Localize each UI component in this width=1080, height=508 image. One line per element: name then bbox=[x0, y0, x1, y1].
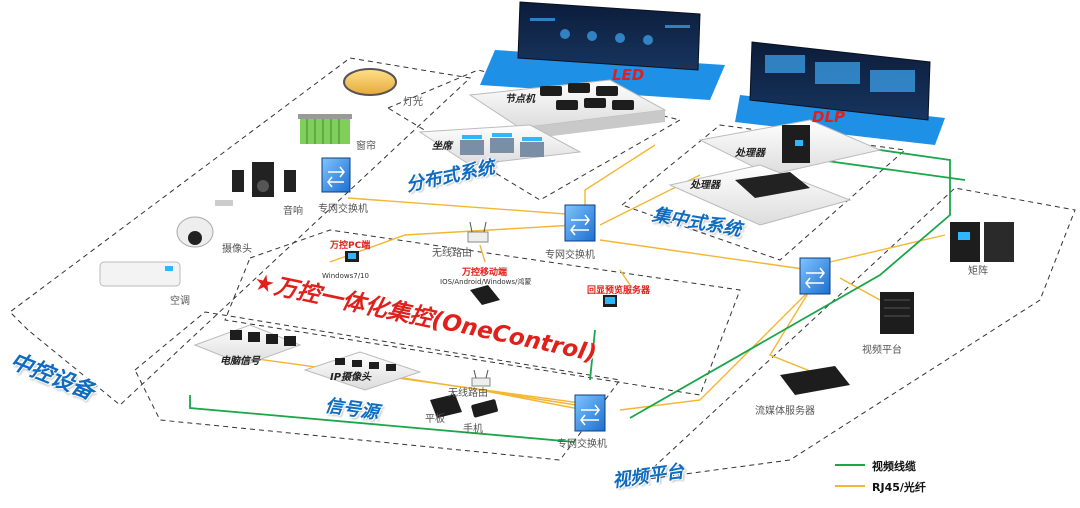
distributed-zone bbox=[386, 69, 682, 201]
ip-camera-label: IP摄像头 bbox=[330, 372, 372, 383]
rj45-line bbox=[619, 269, 631, 286]
speaker-icon bbox=[232, 162, 296, 197]
ip-camera-platform bbox=[303, 351, 422, 391]
legend-lines bbox=[835, 464, 865, 487]
streaming-server-icon bbox=[780, 366, 850, 395]
switch-top-left-label: 专网交换机 bbox=[318, 204, 368, 215]
tablet-icon bbox=[470, 285, 500, 305]
video-cable-line bbox=[589, 329, 596, 381]
control-device-icons bbox=[99, 68, 397, 287]
switch-bottom-label: 专网交换机 bbox=[557, 439, 607, 450]
rj45-line bbox=[839, 277, 881, 301]
curtain-label: 窗帘 bbox=[356, 141, 376, 152]
streaming-server-label: 流媒体服务器 bbox=[755, 406, 815, 417]
led-label: LED bbox=[612, 66, 645, 84]
led-screen-widgets bbox=[530, 18, 690, 45]
dlp-screen-base bbox=[735, 95, 945, 145]
rj45-line bbox=[347, 197, 586, 231]
control-devices-zone bbox=[9, 57, 472, 406]
signal-tablet-icon bbox=[430, 394, 462, 418]
light-icon bbox=[343, 68, 397, 96]
speaker-label: 音响 bbox=[283, 206, 303, 217]
matrix-icon bbox=[950, 222, 1014, 262]
dlp-screen-widgets bbox=[765, 55, 915, 92]
rj45-line bbox=[599, 239, 811, 271]
processor-rack bbox=[735, 172, 810, 198]
legend-rj45-label: RJ45/光纤 bbox=[872, 481, 926, 494]
preview-server-label: 回显预览服务器 bbox=[587, 286, 651, 296]
video-cable-line bbox=[189, 395, 576, 443]
node-machine-label: 节点机 bbox=[505, 94, 535, 105]
phone-icon bbox=[471, 399, 498, 418]
video-cable-line bbox=[819, 159, 966, 181]
processor-top-label: 处理器 bbox=[735, 148, 765, 159]
rj45-line bbox=[619, 274, 826, 411]
video-platform-server-icon bbox=[880, 292, 914, 334]
seat-label: 坐席 bbox=[432, 141, 452, 152]
pc-client-icon bbox=[345, 251, 359, 262]
switch-right bbox=[799, 257, 831, 295]
curtain-icon bbox=[298, 114, 352, 144]
wireless-router-icon bbox=[467, 221, 489, 243]
video-cable-line bbox=[629, 139, 951, 419]
preview-server-icon bbox=[603, 295, 617, 307]
centralized-zone bbox=[620, 124, 907, 261]
camera-icon bbox=[176, 200, 233, 248]
pc-signal-label: 电脑信号 bbox=[220, 356, 260, 367]
node-machine-platform bbox=[468, 79, 667, 140]
pc-client-label: 万控PC端 bbox=[330, 241, 371, 251]
air-conditioner-icon bbox=[99, 261, 181, 287]
processor-platform bbox=[668, 119, 882, 226]
processor-bottom-label: 处理器 bbox=[690, 180, 720, 191]
rj45-line bbox=[829, 234, 946, 263]
switch-center-label: 专网交换机 bbox=[545, 250, 595, 261]
mobile-os-label: IOS/Android/Windows/鸿蒙 bbox=[440, 278, 532, 286]
pc-os-label: Windows7/10 bbox=[322, 272, 369, 280]
ac-label: 空调 bbox=[170, 296, 190, 307]
dlp-screen bbox=[735, 41, 945, 145]
signal-router-label: 无线路由 bbox=[448, 388, 488, 399]
dlp-label: DLP bbox=[812, 108, 846, 126]
camera-label: 摄像头 bbox=[222, 244, 252, 255]
seat-platform bbox=[418, 124, 582, 166]
switch-center bbox=[564, 204, 596, 242]
node-machines bbox=[540, 83, 634, 110]
led-screen-panel bbox=[517, 1, 701, 71]
node-platform-front bbox=[520, 110, 665, 140]
phone-label: 手机 bbox=[463, 424, 483, 435]
rj45-line bbox=[479, 244, 486, 263]
platform-label: 视频平台 bbox=[862, 345, 902, 356]
pc-signal-platform bbox=[193, 324, 302, 366]
matrix-label: 矩阵 bbox=[968, 266, 988, 277]
switch-bottom bbox=[574, 394, 606, 432]
signal-router-icon bbox=[471, 369, 491, 387]
seat-consoles bbox=[460, 138, 544, 157]
light-label: 灯光 bbox=[403, 97, 423, 108]
switch-top-left bbox=[321, 157, 351, 193]
mobile-client-label: 万控移动端 bbox=[462, 268, 508, 278]
tablet-label: 平板 bbox=[425, 414, 445, 425]
legend-video-label: 视频线缆 bbox=[872, 460, 916, 473]
rj45-line bbox=[768, 289, 821, 376]
wireless-router-label: 无线路由 bbox=[432, 248, 472, 259]
